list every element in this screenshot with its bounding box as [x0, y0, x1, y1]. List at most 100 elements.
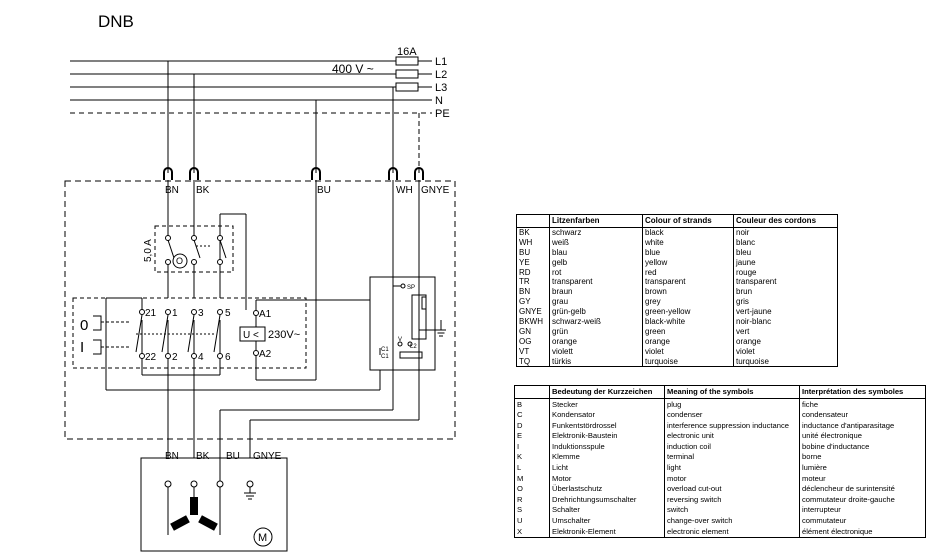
- strand-row-cell: green-yellow: [642, 307, 734, 318]
- strand-row-cell: BKWH: [516, 317, 550, 327]
- strand-row-cell: grün-gelb: [549, 307, 643, 318]
- symbol-row-cell: Induktionsspule: [549, 441, 665, 452]
- fuse-l1: [395, 56, 419, 66]
- symbol-row-cell: O: [514, 483, 550, 495]
- label-l3: L3: [435, 82, 447, 94]
- symbol-row-cell: interference suppression inductance: [664, 420, 800, 431]
- strand-row-cell: noir: [733, 227, 838, 238]
- contact-6: 6: [225, 352, 231, 363]
- label-n: N: [435, 95, 443, 107]
- strand-row-cell: rouge: [733, 267, 838, 278]
- strand-row-cell: green: [642, 326, 734, 337]
- strand-row-cell: GN: [516, 326, 550, 337]
- contact-2: 2: [172, 352, 178, 363]
- strand-row-cell: BK: [516, 227, 550, 238]
- symbol-row-cell: D: [514, 420, 550, 431]
- motor-terminal-gnye: GNYE: [253, 451, 282, 462]
- symbol-row-cell: condenser: [664, 409, 800, 421]
- symbol-row-cell: L: [514, 462, 550, 474]
- symbols-header-row: Bedeutung der Kurzzeichen Meaning of the…: [514, 385, 926, 399]
- contact-5: 5: [225, 308, 231, 319]
- symbol-row-cell: C: [514, 409, 550, 421]
- strand-row-cell: türkis: [549, 356, 643, 368]
- label-l2: L2: [435, 69, 447, 81]
- strand-row-cell: vert: [733, 326, 838, 337]
- electronic-unit: [369, 276, 436, 371]
- symbol-row-cell: commutateur: [799, 515, 926, 527]
- strand-row-cell: YE: [516, 257, 550, 268]
- switch-box: [72, 297, 307, 369]
- eu-label-c1b: C1: [381, 354, 389, 360]
- symbol-row-cell: condensateur: [799, 409, 926, 421]
- symbols-header-de: Bedeutung der Kurzzeichen: [549, 385, 665, 399]
- symbol-row-cell: change-over switch: [664, 515, 800, 527]
- overload-symbol: O: [176, 256, 183, 266]
- symbol-row-cell: Stecker: [549, 398, 665, 410]
- symbol-row-cell: élément électronique: [799, 526, 926, 538]
- strand-row-cell: blau: [549, 247, 643, 258]
- coil-voltage: 230V~: [268, 329, 300, 341]
- coil-a1: A1: [259, 309, 272, 320]
- strands-header-fr: Couleur des cordons: [733, 214, 838, 228]
- plug-icon: [163, 167, 173, 180]
- symbol-row-cell: Motor: [549, 473, 665, 484]
- symbol-row-cell: I: [514, 441, 550, 452]
- symbol-row-cell: Umschalter: [549, 515, 665, 527]
- strand-row-cell: TQ: [516, 356, 550, 368]
- supply-drops: [167, 61, 420, 173]
- strand-row-cell: GY: [516, 297, 550, 308]
- fuse-l3: [395, 82, 419, 92]
- ground-icon: [436, 320, 446, 337]
- symbol-row-cell: déclencheur de surintensité: [799, 483, 926, 495]
- terminal-bn: BN: [165, 185, 179, 196]
- strand-row-cell: black-white: [642, 317, 734, 327]
- breaker-contacts: [165, 235, 227, 269]
- strand-row-cell: gris: [733, 297, 838, 308]
- symbol-row-cell: terminal: [664, 451, 800, 463]
- strand-row-cell: black: [642, 227, 734, 238]
- strand-row-cell: violet: [642, 346, 734, 357]
- motor-icon: [253, 527, 273, 547]
- symbol-row-cell: Licht: [549, 462, 665, 474]
- contact-1: 1: [172, 308, 178, 319]
- contact-3: 3: [198, 308, 204, 319]
- strand-row-cell: turquoise: [642, 356, 734, 368]
- plug-icon: [388, 167, 398, 180]
- symbols-header-code: [514, 385, 550, 399]
- eu-label-l2: L2: [410, 344, 417, 350]
- symbol-row-cell: switch: [664, 504, 800, 516]
- strand-row-cell: bleu: [733, 247, 838, 258]
- symbol-row-cell: U: [514, 515, 550, 527]
- strand-row-cell: OG: [516, 336, 550, 347]
- fuse-l2: [395, 69, 419, 79]
- switch-contacts: [135, 309, 223, 359]
- symbol-row-cell: K: [514, 451, 550, 463]
- strand-row-cell: VT: [516, 346, 550, 357]
- strand-row-cell: grey: [642, 297, 734, 308]
- switch-actuator: [93, 315, 130, 355]
- symbol-row-cell: overload cut-out: [664, 483, 800, 495]
- strand-row-cell: turquoise: [733, 356, 838, 368]
- motor-terminals: [164, 430, 254, 535]
- eu-label-c1a: C1: [381, 347, 389, 353]
- label-pe: PE: [435, 108, 450, 120]
- strands-header-de: Litzenfarben: [549, 214, 643, 228]
- strand-row-cell: vert-jaune: [733, 307, 838, 318]
- strand-row-cell: TR: [516, 277, 550, 288]
- strand-row-cell: brown: [642, 287, 734, 298]
- plug-connectors: [163, 167, 424, 180]
- strand-row-cell: violett: [549, 346, 643, 357]
- motor-terminal-bu: BU: [226, 451, 240, 462]
- strands-header-code: [516, 214, 550, 228]
